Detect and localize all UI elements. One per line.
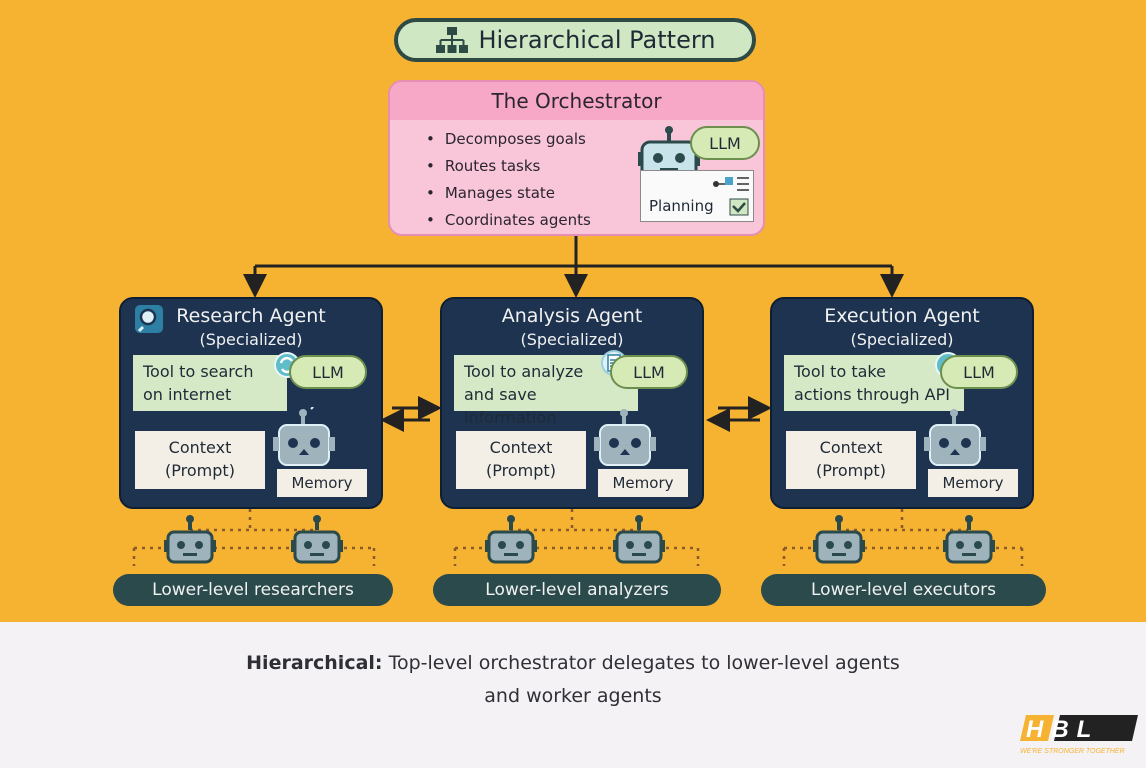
context-line: Context [168,438,232,457]
caption-line-2: and worker agents [484,685,662,707]
hbl-logo: HBL WE'RE STRONGER TOGETHER [1020,715,1138,755]
page-title: Hierarchical Pattern [478,26,716,54]
hierarchy-icon [436,27,469,53]
agent-name: Execution Agent [824,305,980,327]
context-box: Context (Prompt) [786,431,916,489]
orchestrator-bullet: Manages state [426,180,763,207]
tool-line: Tool to analyze [464,362,584,381]
orchestrator-bullets: Decomposes goals Routes tasks Manages st… [426,126,763,234]
agent-tool: Tool to analyze and save information [454,355,638,427]
research-agent-panel: Research Agent (Specialized) Tool to sea… [119,297,383,509]
memory-box: Memory [928,469,1018,497]
agent-name: Research Agent [176,305,326,327]
planning-label: Planning [649,197,714,215]
llm-bubble: LLM [690,126,760,160]
checkmark-icon [729,198,749,216]
memory-box: Memory [277,469,367,497]
orchestrator-title: The Orchestrator [390,82,763,120]
worker-robot-icon [813,515,865,564]
tool-line: on internet [143,385,232,404]
connector-lines [132,236,1024,566]
robot-icon [594,409,656,466]
planning-card: Planning [640,170,754,222]
orchestrator-bullet: Decomposes goals [426,126,763,153]
worker-robot-icon [164,515,216,564]
agent-specialized: (Specialized) [199,330,303,349]
tool-line: Tool to take [794,362,886,381]
worker-links-1 [132,509,376,566]
execution-agent-panel: Execution Agent (Specialized) Tool to ta… [770,297,1034,509]
lower-level-analyzers-bar: Lower-level analyzers [433,574,721,606]
worker-robot-icon [485,515,537,564]
context-box: Context (Prompt) [456,431,586,489]
caption-bold: Hierarchical: [246,652,383,674]
agent-specialized: (Specialized) [520,330,624,349]
llm-bubble: LLM [610,355,688,389]
logo-tagline: WE'RE STRONGER TOGETHER [1020,748,1125,755]
agent-name: Analysis Agent [501,305,643,327]
bidirectional-arrow-2 [706,396,772,432]
robot-icon [924,409,986,466]
agent-tool: Tool to take actions through API [784,355,964,411]
tool-line: Tool to search [143,362,254,381]
lower-level-researchers-bar: Lower-level researchers [113,574,393,606]
caption-area [0,622,1146,768]
tool-line: and save information [464,385,557,427]
context-line: (Prompt) [486,461,556,480]
worker-robot-icon [943,515,995,564]
worker-robot-icon [613,515,665,564]
tool-line: actions through API [794,385,950,404]
orchestrator-bullet: Routes tasks [426,153,763,180]
caption-line-1: Hierarchical: Top-level orchestrator del… [0,652,1146,674]
pattern-title-pill: Hierarchical Pattern [394,18,756,62]
orchestrator-box: The Orchestrator Decomposes goals Routes… [388,80,765,236]
robot-icon [273,407,335,466]
magnifier-icon [135,305,163,333]
orchestrator-bullet: Coordinates agents [426,207,763,234]
worker-links-2 [453,509,700,566]
worker-links-3 [782,509,1024,566]
worker-robot-icon [291,515,343,564]
memory-box: Memory [598,469,688,497]
llm-bubble: LLM [940,355,1018,389]
context-line: (Prompt) [165,461,235,480]
caption-text: Top-level orchestrator delegates to lowe… [388,652,900,674]
flowchart-icon [713,177,749,191]
context-line: Context [819,438,883,457]
analysis-agent-panel: Analysis Agent (Specialized) Tool to ana… [440,297,704,509]
context-line: (Prompt) [816,461,886,480]
context-box: Context (Prompt) [135,431,265,489]
lower-level-executors-bar: Lower-level executors [761,574,1046,606]
agent-tool: Tool to search on internet [133,355,287,411]
context-line: Context [489,438,553,457]
agent-specialized: (Specialized) [850,330,954,349]
bidirectional-arrow-1 [380,396,442,432]
llm-bubble: LLM [289,355,367,389]
logo-text: HBL [1026,716,1099,743]
